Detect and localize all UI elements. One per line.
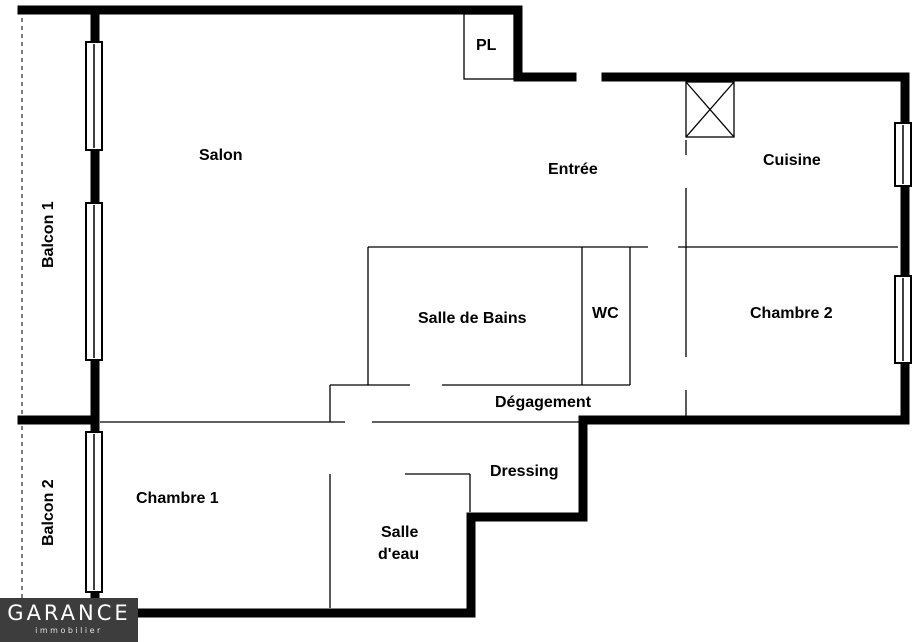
label-chambre-2: Chambre 2 <box>750 305 833 322</box>
label-cuisine: Cuisine <box>763 152 821 169</box>
exterior-walls <box>17 5 910 618</box>
interior-partitions <box>100 140 898 608</box>
logo-subtitle: immobilier <box>35 626 103 635</box>
label-salle-de-bains: Salle de Bains <box>418 310 527 327</box>
label-degagement: Dégagement <box>495 394 592 411</box>
label-salle-eau-line2: d'eau <box>378 546 419 563</box>
label-salle-eau-line1: Salle <box>381 524 418 541</box>
label-pl: PL <box>476 37 497 54</box>
logo-brand: GARANCE <box>7 601 131 625</box>
vent-box <box>685 81 735 138</box>
label-chambre-1: Chambre 1 <box>136 490 219 507</box>
label-wc: WC <box>592 305 619 322</box>
label-dressing: Dressing <box>490 463 558 480</box>
label-entree: Entrée <box>548 161 598 178</box>
windows <box>85 41 912 593</box>
label-balcon-2: Balcon 2 <box>40 479 57 546</box>
label-balcon-1: Balcon 1 <box>40 201 57 268</box>
agency-logo: GARANCE immobilier <box>0 598 138 642</box>
label-salon: Salon <box>199 147 243 164</box>
pl-closet <box>463 13 515 80</box>
